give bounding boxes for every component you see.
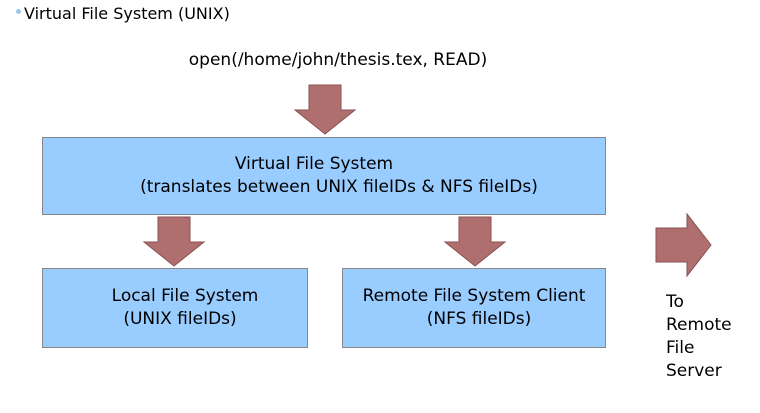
arrow-right-icon: [655, 212, 712, 278]
local-subtitle: (UNIX fileIDs): [123, 309, 237, 329]
slide-heading: Virtual File System (UNIX): [16, 4, 230, 24]
remote-file-system-client-box: Remote File System Client (NFS fileIDs): [342, 268, 606, 348]
heading-text: Virtual File System (UNIX): [24, 4, 230, 23]
vfs-subtitle: (translates between UNIX fileIDs & NFS f…: [140, 177, 538, 197]
side-label-line: File: [666, 338, 695, 358]
remote-subtitle: (NFS fileIDs): [426, 309, 532, 329]
remote-server-label: To Remote File Server: [666, 291, 732, 383]
remote-title: Remote File System Client: [362, 286, 586, 306]
virtual-file-system-box: Virtual File System (translates between …: [42, 137, 606, 215]
arrow-down-icon: [293, 84, 357, 135]
side-label-line: Server: [666, 361, 722, 381]
arrow-down-icon: [443, 216, 507, 267]
side-label-line: Remote: [666, 315, 732, 335]
local-file-system-box: Local File System (UNIX fileIDs): [42, 268, 308, 348]
side-label-line: To: [666, 292, 684, 312]
bullet-icon: [16, 9, 21, 14]
local-title: Local File System: [111, 286, 259, 306]
open-call-text: open(/home/john/thesis.tex, READ): [188, 50, 488, 70]
vfs-title: Virtual File System: [234, 154, 394, 174]
arrow-down-icon: [142, 216, 206, 267]
